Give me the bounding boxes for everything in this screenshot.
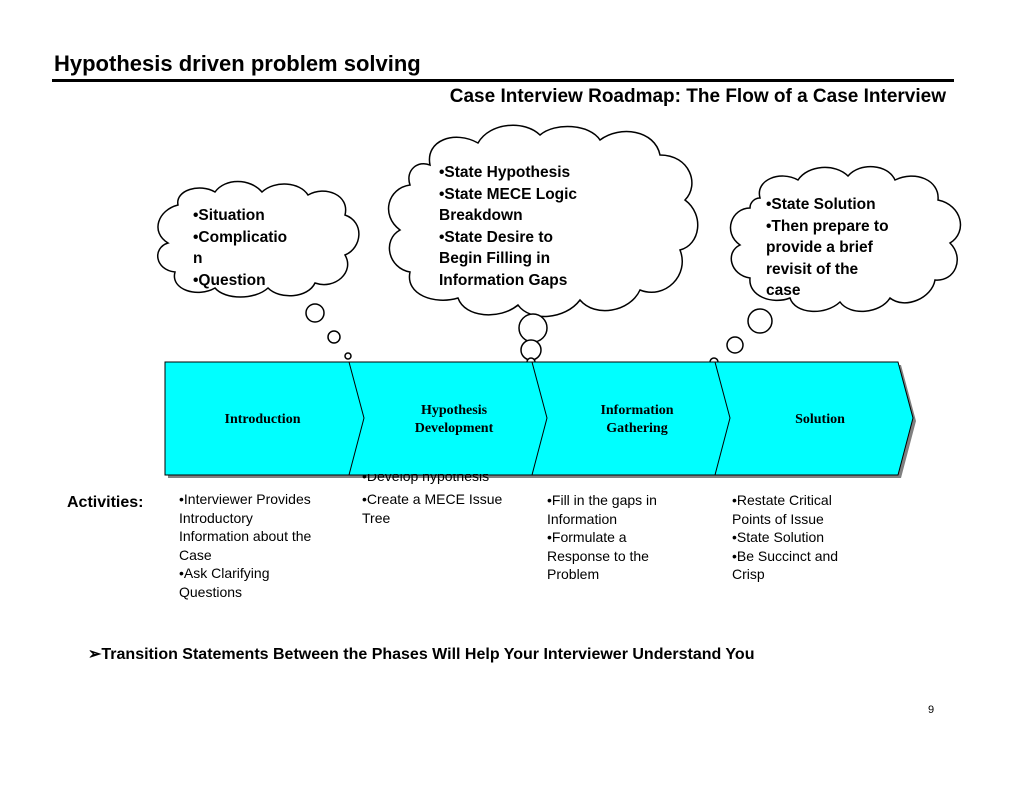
activity-line: Questions: [179, 583, 243, 600]
activity-line: •State Solution: [732, 529, 825, 545]
activity-line: •Interviewer Provides: [179, 491, 311, 507]
cloud-line: Breakdown: [439, 207, 523, 224]
activity-hidden-clip: •Develop hypothesis: [362, 474, 532, 488]
phase-label-hypothesis: Hypothesis Development: [414, 403, 494, 436]
page-subtitle: Case Interview Roadmap: The Flow of a Ca…: [449, 86, 946, 107]
activity-line: •Formulate a: [547, 529, 627, 545]
bubble-sol-1: [747, 308, 773, 334]
cloud-line: •State Desire to: [439, 228, 553, 246]
phase-solution: [714, 361, 914, 476]
bubble-intro-1: [305, 303, 325, 323]
cloud-solution: [729, 166, 962, 313]
cloud-line: Begin Filling in: [439, 250, 551, 267]
phase-label-introduction: Introduction: [224, 412, 301, 427]
cloud-hypothesis: [387, 124, 699, 318]
activity-line: Tree: [362, 509, 391, 526]
activities-introduction: •Interviewer Provides Introductory Infor…: [179, 490, 311, 601]
title-rule: [52, 79, 954, 82]
bubble-intro-3: [344, 352, 352, 360]
activity-line: Response to the: [547, 547, 649, 564]
transition-statement: ➢Transition Statements Between the Phase…: [88, 644, 754, 664]
activity-line: •Fill in the gaps in: [547, 492, 657, 508]
activities-solution: •Restate Critical Points of Issue •State…: [732, 491, 838, 584]
arrow-bullet-icon: ➢: [88, 646, 102, 663]
activity-line: Information: [547, 510, 618, 527]
cloud-hypothesis-text: •State Hypothesis •State MECE Logic Brea…: [439, 162, 577, 291]
activity-line: •Create a MECE Issue: [362, 491, 503, 507]
cloud-line: revisit of the: [766, 260, 859, 278]
cloud-solution-text: •State Solution •Then prepare to provide…: [766, 194, 889, 302]
bubble-intro-2: [327, 330, 341, 344]
activity-line: Crisp: [732, 566, 765, 582]
activity-line: Problem: [547, 566, 600, 582]
activities-label: Activities:: [67, 494, 144, 511]
cloud-line: •Question: [193, 271, 266, 289]
cloud-line: •Situation: [193, 207, 265, 224]
page-title: Hypothesis driven problem solving: [54, 51, 421, 76]
cloud-line: provide a brief: [766, 239, 873, 256]
bubble-hyp-1: [518, 313, 548, 343]
activity-line: Points of Issue: [732, 510, 824, 527]
activity-line: •Ask Clarifying: [179, 565, 270, 581]
cloud-line: Information Gaps: [439, 271, 568, 289]
activity-line: Case: [179, 546, 212, 563]
bubble-hyp-2: [520, 339, 542, 361]
cloud-line: •State Solution: [766, 196, 876, 213]
phase-label-information: Information Gathering: [600, 403, 674, 436]
activities-hypothesis: •Create a MECE Issue Tree: [362, 490, 502, 527]
page-number: 9: [928, 704, 935, 716]
cloud-line: •Then prepare to: [766, 217, 889, 235]
cloud-line: •Complicatio: [193, 228, 288, 246]
cloud-line: •State Hypothesis: [439, 164, 571, 181]
cloud-intro-text: •Situation •Complicatio n •Question: [193, 205, 287, 291]
transition-text: Transition Statements Between the Phases…: [101, 646, 755, 663]
activity-line: Introductory: [179, 509, 253, 526]
activities-information: •Fill in the gaps in Information •Formul…: [547, 491, 657, 584]
cloud-line: case: [766, 282, 801, 299]
cloud-intro: [157, 180, 360, 298]
activity-line: •Develop hypothesis: [362, 474, 490, 484]
cloud-line: •State MECE Logic: [439, 185, 578, 203]
activity-line: Information about the: [179, 528, 312, 544]
bubble-sol-2: [726, 336, 744, 354]
cloud-line: n: [193, 250, 203, 267]
phase-label-solution: Solution: [795, 412, 845, 427]
activity-line: •Restate Critical: [732, 492, 832, 508]
activity-line: •Be Succinct and: [732, 547, 839, 564]
